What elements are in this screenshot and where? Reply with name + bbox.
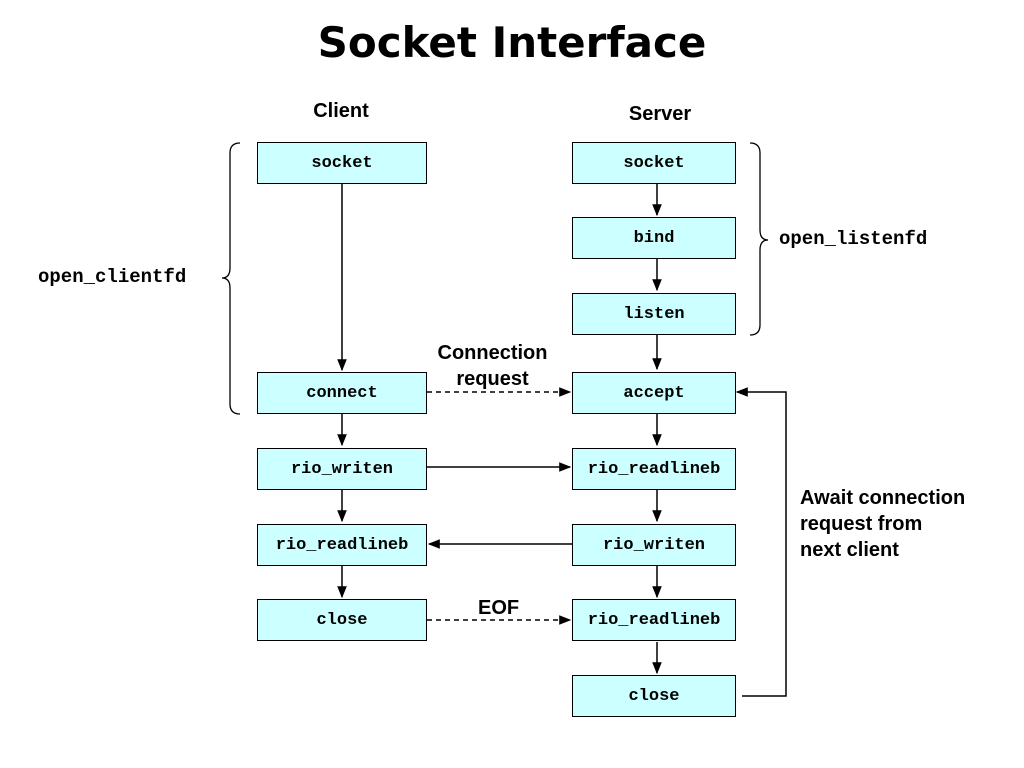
connection-request-line2: request <box>456 368 529 390</box>
open-clientfd-label: open_clientfd <box>38 266 187 288</box>
server-accept-box: accept <box>572 372 736 414</box>
client-socket-box: socket <box>257 142 427 184</box>
await-line1: Await connection <box>800 487 966 509</box>
server-curly-bracket <box>749 142 769 336</box>
connection-request-line1: Connection <box>437 342 548 364</box>
server-socket-box: socket <box>572 142 736 184</box>
await-connection-label: Await connection request from next clien… <box>800 485 965 563</box>
server-bind-box: bind <box>572 217 736 259</box>
loop-back-arrow <box>735 387 787 697</box>
await-line3: next client <box>800 539 899 561</box>
client-rio-readlineb-box: rio_readlineb <box>257 524 427 566</box>
client-rio-writen-box: rio_writen <box>257 448 427 490</box>
await-line2: request from <box>800 513 923 535</box>
client-curly-bracket <box>221 142 241 415</box>
client-close-box: close <box>257 599 427 641</box>
eof-label: EOF <box>478 597 520 619</box>
server-close-box: close <box>572 675 736 717</box>
server-rio-readlineb-box: rio_readlineb <box>572 448 736 490</box>
connection-request-label: Connection request <box>420 340 565 392</box>
open-listenfd-label: open_listenfd <box>779 228 928 250</box>
page-title: Socket Interface <box>317 18 707 67</box>
server-rio-writen-box: rio_writen <box>572 524 736 566</box>
client-connect-box: connect <box>257 372 427 414</box>
server-header: Server <box>628 103 692 125</box>
server-listen-box: listen <box>572 293 736 335</box>
server-rio-readlineb-eof-box: rio_readlineb <box>572 599 736 641</box>
client-header: Client <box>313 100 369 122</box>
